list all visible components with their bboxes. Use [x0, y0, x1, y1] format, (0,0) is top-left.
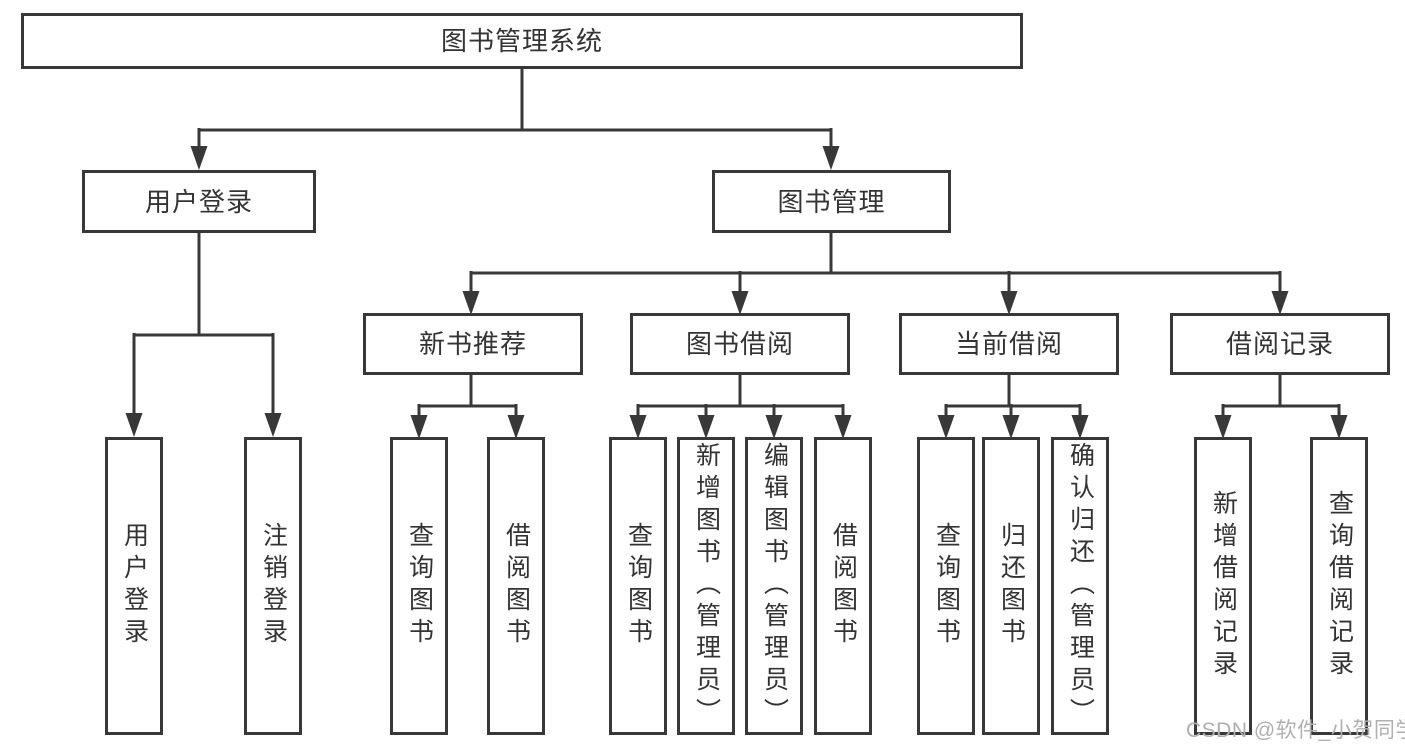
leaf-borrowing-add-books-admin-label: 新增图书（管理员） — [692, 442, 721, 730]
node-root: 图书管理系统 — [21, 13, 1023, 69]
leaf-records-query-borrow-record-label: 查询借阅记录 — [1325, 490, 1354, 682]
leaf-borrowing-borrow-books: 借阅图书 — [814, 437, 872, 735]
leaf-newbook-borrow-books-label: 借阅图书 — [502, 522, 531, 650]
leaf-records-add-borrow-record: 新增借阅记录 — [1194, 437, 1252, 735]
node-book-borrowing: 图书借阅 — [630, 313, 850, 375]
leaf-current-confirm-return-admin: 确认归还（管理员） — [1051, 437, 1109, 735]
node-user-login-label: 用户登录 — [144, 186, 253, 217]
node-book-borrowing-label: 图书借阅 — [685, 329, 794, 359]
node-current-borrowing: 当前借阅 — [899, 313, 1119, 375]
node-current-borrowing-label: 当前借阅 — [954, 329, 1063, 359]
leaf-user-login: 用户登录 — [105, 437, 163, 735]
leaf-newbook-query-books-label: 查询图书 — [405, 522, 434, 650]
leaf-current-return-books-label: 归还图书 — [997, 522, 1026, 650]
leaf-records-query-borrow-record: 查询借阅记录 — [1310, 437, 1368, 735]
leaf-current-query-books: 查询图书 — [917, 437, 975, 735]
leaf-newbook-query-books: 查询图书 — [390, 437, 448, 735]
leaf-borrowing-borrow-books-label: 借阅图书 — [829, 522, 858, 650]
csdn-watermark: CSDN @软件_小贺同学 — [1186, 719, 1405, 742]
leaf-user-login-label: 用户登录 — [120, 522, 149, 650]
leaf-borrowing-edit-books-admin: 编辑图书（管理员） — [745, 437, 803, 735]
leaf-current-query-books-label: 查询图书 — [932, 522, 961, 650]
node-root-label: 图书管理系统 — [440, 26, 603, 56]
leaf-logout-login: 注销登录 — [244, 437, 302, 735]
node-new-book-recommendation: 新书推荐 — [363, 313, 583, 375]
node-new-book-recommendation-label: 新书推荐 — [418, 329, 527, 359]
leaf-current-return-books: 归还图书 — [982, 437, 1040, 735]
leaf-logout-login-label: 注销登录 — [259, 522, 288, 650]
leaf-records-add-borrow-record-label: 新增借阅记录 — [1209, 490, 1238, 682]
leaf-borrowing-query-books-label: 查询图书 — [624, 522, 653, 650]
node-book-management: 图书管理 — [712, 170, 951, 233]
leaf-borrowing-edit-books-admin-label: 编辑图书（管理员） — [760, 442, 789, 730]
node-borrowing-records: 借阅记录 — [1170, 313, 1390, 375]
leaf-newbook-borrow-books: 借阅图书 — [487, 437, 545, 735]
leaf-borrowing-query-books: 查询图书 — [609, 437, 667, 735]
node-book-management-label: 图书管理 — [777, 186, 886, 217]
node-user-login: 用户登录 — [82, 170, 316, 233]
node-borrowing-records-label: 借阅记录 — [1225, 329, 1334, 359]
leaf-current-confirm-return-admin-label: 确认归还（管理员） — [1066, 442, 1095, 730]
leaf-borrowing-add-books-admin: 新增图书（管理员） — [677, 437, 735, 735]
